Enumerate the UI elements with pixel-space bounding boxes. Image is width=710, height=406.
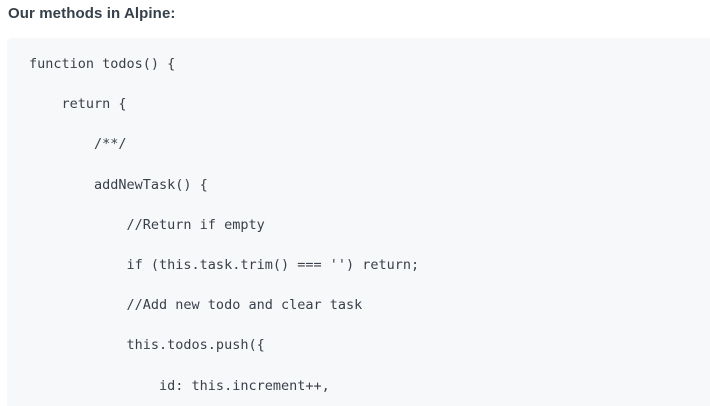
code-line: /**/: [29, 136, 127, 153]
code-line: addNewTask() {: [29, 176, 208, 193]
code-line: id: this.increment++,: [29, 377, 330, 394]
code-line: return {: [29, 96, 127, 113]
page-title: Our methods in Alpine:: [8, 5, 176, 22]
code-line: //Return if empty: [29, 216, 265, 233]
code-line: //Add new todo and clear task: [29, 297, 363, 314]
code-content[interactable]: function todos() { return { /**/ addNewT…: [7, 38, 710, 406]
code-line: this.todos.push({: [29, 337, 265, 354]
code-lines: function todos() { return { /**/ addNewT…: [29, 54, 710, 406]
code-line: if (this.task.trim() === '') return;: [29, 256, 420, 273]
code-block: function todos() { return { /**/ addNewT…: [7, 38, 710, 406]
code-line: function todos() {: [29, 56, 176, 72]
